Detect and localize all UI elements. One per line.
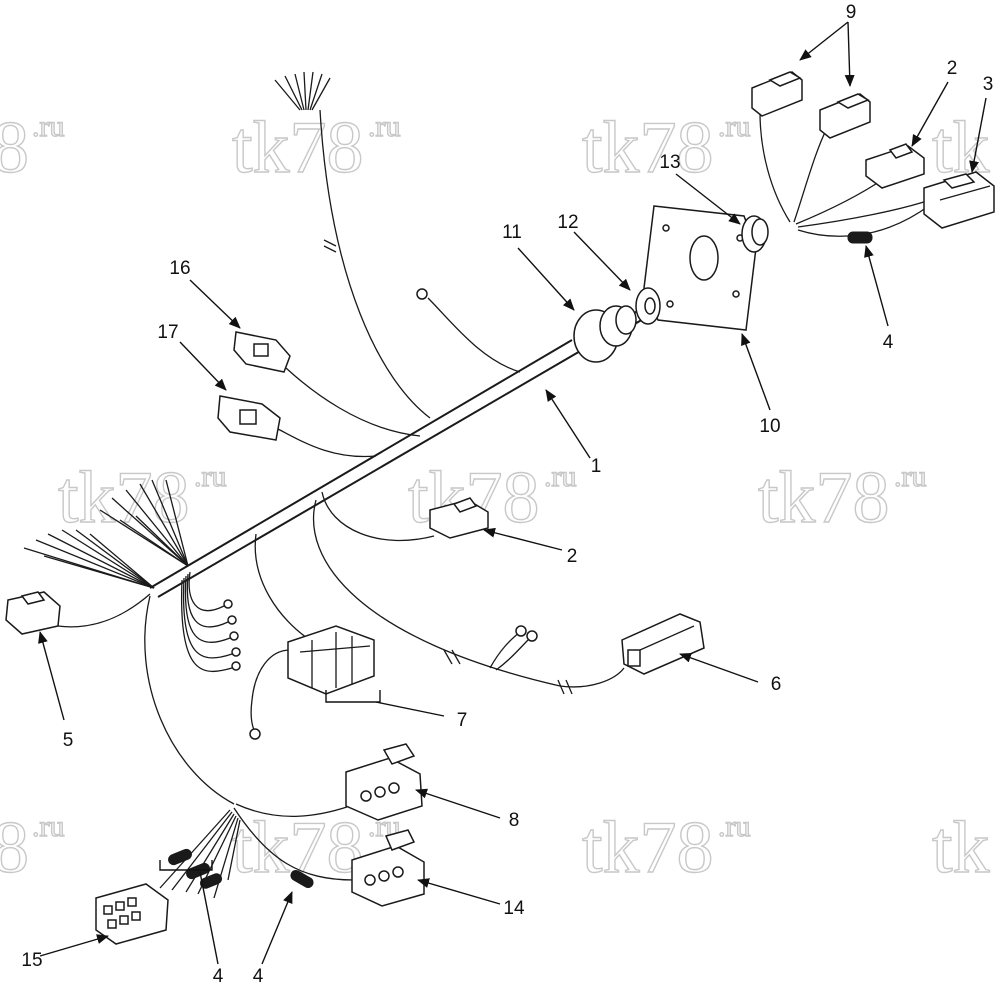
watermark: 8 .ru: [0, 106, 65, 189]
callout-2-top: 2: [947, 58, 958, 79]
watermark-text: tk78: [58, 457, 190, 539]
callout-16: 16: [169, 258, 190, 279]
callout-12: 7: [457, 710, 468, 731]
watermark: tk78 .ru: [581, 106, 751, 189]
connector-part-5: [751, 71, 871, 139]
terminal-fan-left: [23, 529, 155, 589]
leader-10: [38, 631, 65, 721]
watermark-text: tk78: [582, 107, 714, 189]
callout-10: 5: [63, 730, 74, 751]
leader-16: [189, 279, 241, 329]
leader-3: [969, 97, 987, 173]
nut-part-9: [741, 215, 769, 253]
watermark: tk78 .ru: [57, 456, 227, 539]
watermark-suffix: .ru: [718, 110, 751, 143]
watermark-partial-text: 8: [0, 107, 29, 189]
terminal-bundle-top: [274, 71, 431, 419]
watermark-suffix: .ru: [894, 460, 927, 493]
watermark-partial-text: 8: [0, 807, 29, 889]
callout-17: 17: [157, 322, 178, 343]
callout-4-bottom-left: 4: [213, 966, 224, 987]
connector-part-15: [95, 883, 169, 945]
callout-8: 12: [557, 212, 578, 233]
callout-labels: 9 2 3 4 13 12 11 10 1 2 16 17 5 6 7 8 14…: [21, 2, 993, 987]
leader-8: [573, 231, 631, 291]
leader-1: [545, 389, 591, 459]
leader-4-bottom-right: [261, 891, 293, 965]
connector-part-10: [5, 591, 151, 635]
callout-1: 1: [591, 456, 602, 477]
callout-2-mid: 2: [567, 546, 578, 567]
connector-part-2-mid: [321, 491, 489, 542]
watermark-suffix: .ru: [32, 110, 65, 143]
watermark-text: tk78: [232, 107, 364, 189]
watermark: tk78 .ru: [407, 456, 577, 539]
watermark-text: tk78: [758, 457, 890, 539]
heat-shrink-sleeve: [847, 231, 873, 244]
leader-17: [179, 341, 227, 391]
leader-13: [415, 788, 501, 819]
leader-2-mid: [483, 527, 563, 551]
bulkhead-plate-part-6: [643, 205, 757, 331]
watermark-suffix: .ru: [32, 810, 65, 843]
ring-terminal: [416, 288, 521, 373]
grommet-part-7: [573, 305, 637, 363]
callout-9: 13: [659, 152, 680, 173]
heat-shrink-sleeve: [186, 862, 210, 880]
leader-9: [675, 173, 741, 225]
leader-4-right: [864, 245, 889, 327]
leader-14: [417, 878, 501, 905]
leader-5a: [799, 21, 849, 61]
leader-lines: [38, 21, 987, 965]
watermark-suffix: .ru: [368, 110, 401, 143]
branch-to-connector-11: [312, 499, 625, 695]
leader-2-top: [911, 81, 949, 147]
callout-15: 15: [21, 950, 42, 971]
washer-part-8: [635, 287, 661, 325]
leader-7: [517, 247, 575, 311]
connector-part-14: [351, 829, 425, 907]
connector-part-2-top: [865, 143, 925, 189]
watermark-partial-text: tk: [932, 807, 990, 889]
callout-13: 8: [509, 810, 520, 831]
watermark: 8 .ru: [0, 806, 65, 889]
connector-part-17: [217, 395, 377, 458]
callout-3: 3: [983, 74, 994, 95]
leader-4-bottom-left: [199, 871, 219, 965]
callout-5: 9: [846, 2, 857, 23]
connector-part-11: [621, 613, 705, 675]
watermark-text: tk78: [582, 807, 714, 889]
watermark: tk78 .ru: [581, 806, 751, 889]
watermark-suffix: .ru: [718, 810, 751, 843]
ring-terminal-column: [180, 571, 241, 673]
callout-11: 6: [771, 674, 782, 695]
watermark: tk: [931, 806, 990, 889]
branch-to-connector-12: [249, 533, 311, 740]
heat-shrink-sleeve: [168, 848, 192, 866]
connector-part-16: [233, 331, 421, 437]
heat-shrink-sleeve: [199, 873, 223, 889]
watermark: tk78 .ru: [757, 456, 927, 539]
callout-4-right: 4: [883, 332, 894, 353]
leader-6: [741, 333, 771, 411]
watermark-text: tk78: [408, 457, 540, 539]
leader-15: [39, 934, 109, 957]
callout-4-bottom-right: 4: [253, 966, 264, 987]
connector-part-12: [287, 625, 381, 703]
callout-6: 10: [759, 416, 780, 437]
leader-11: [679, 653, 759, 683]
callout-7: 11: [502, 222, 522, 243]
leader-5b: [844, 21, 855, 87]
terminal-fan-upper-left: [99, 479, 189, 567]
watermark: tk78 .ru: [231, 106, 401, 189]
heat-shrink-sleeve: [290, 870, 314, 888]
leader-12: [375, 701, 445, 717]
watermark-suffix: .ru: [194, 460, 227, 493]
lower-branch-wires: [144, 595, 355, 899]
callout-14: 14: [503, 898, 525, 919]
connector-part-13: [345, 743, 423, 821]
watermark-suffix: .ru: [544, 460, 577, 493]
